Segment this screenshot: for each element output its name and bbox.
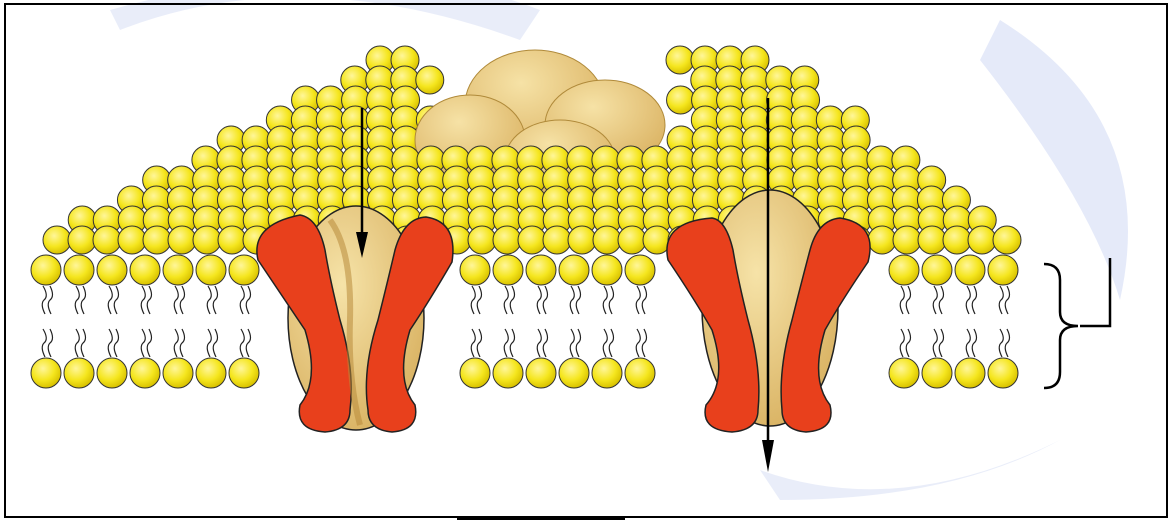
figure-frame bbox=[4, 3, 1168, 518]
label-blank-bar bbox=[457, 516, 625, 520]
